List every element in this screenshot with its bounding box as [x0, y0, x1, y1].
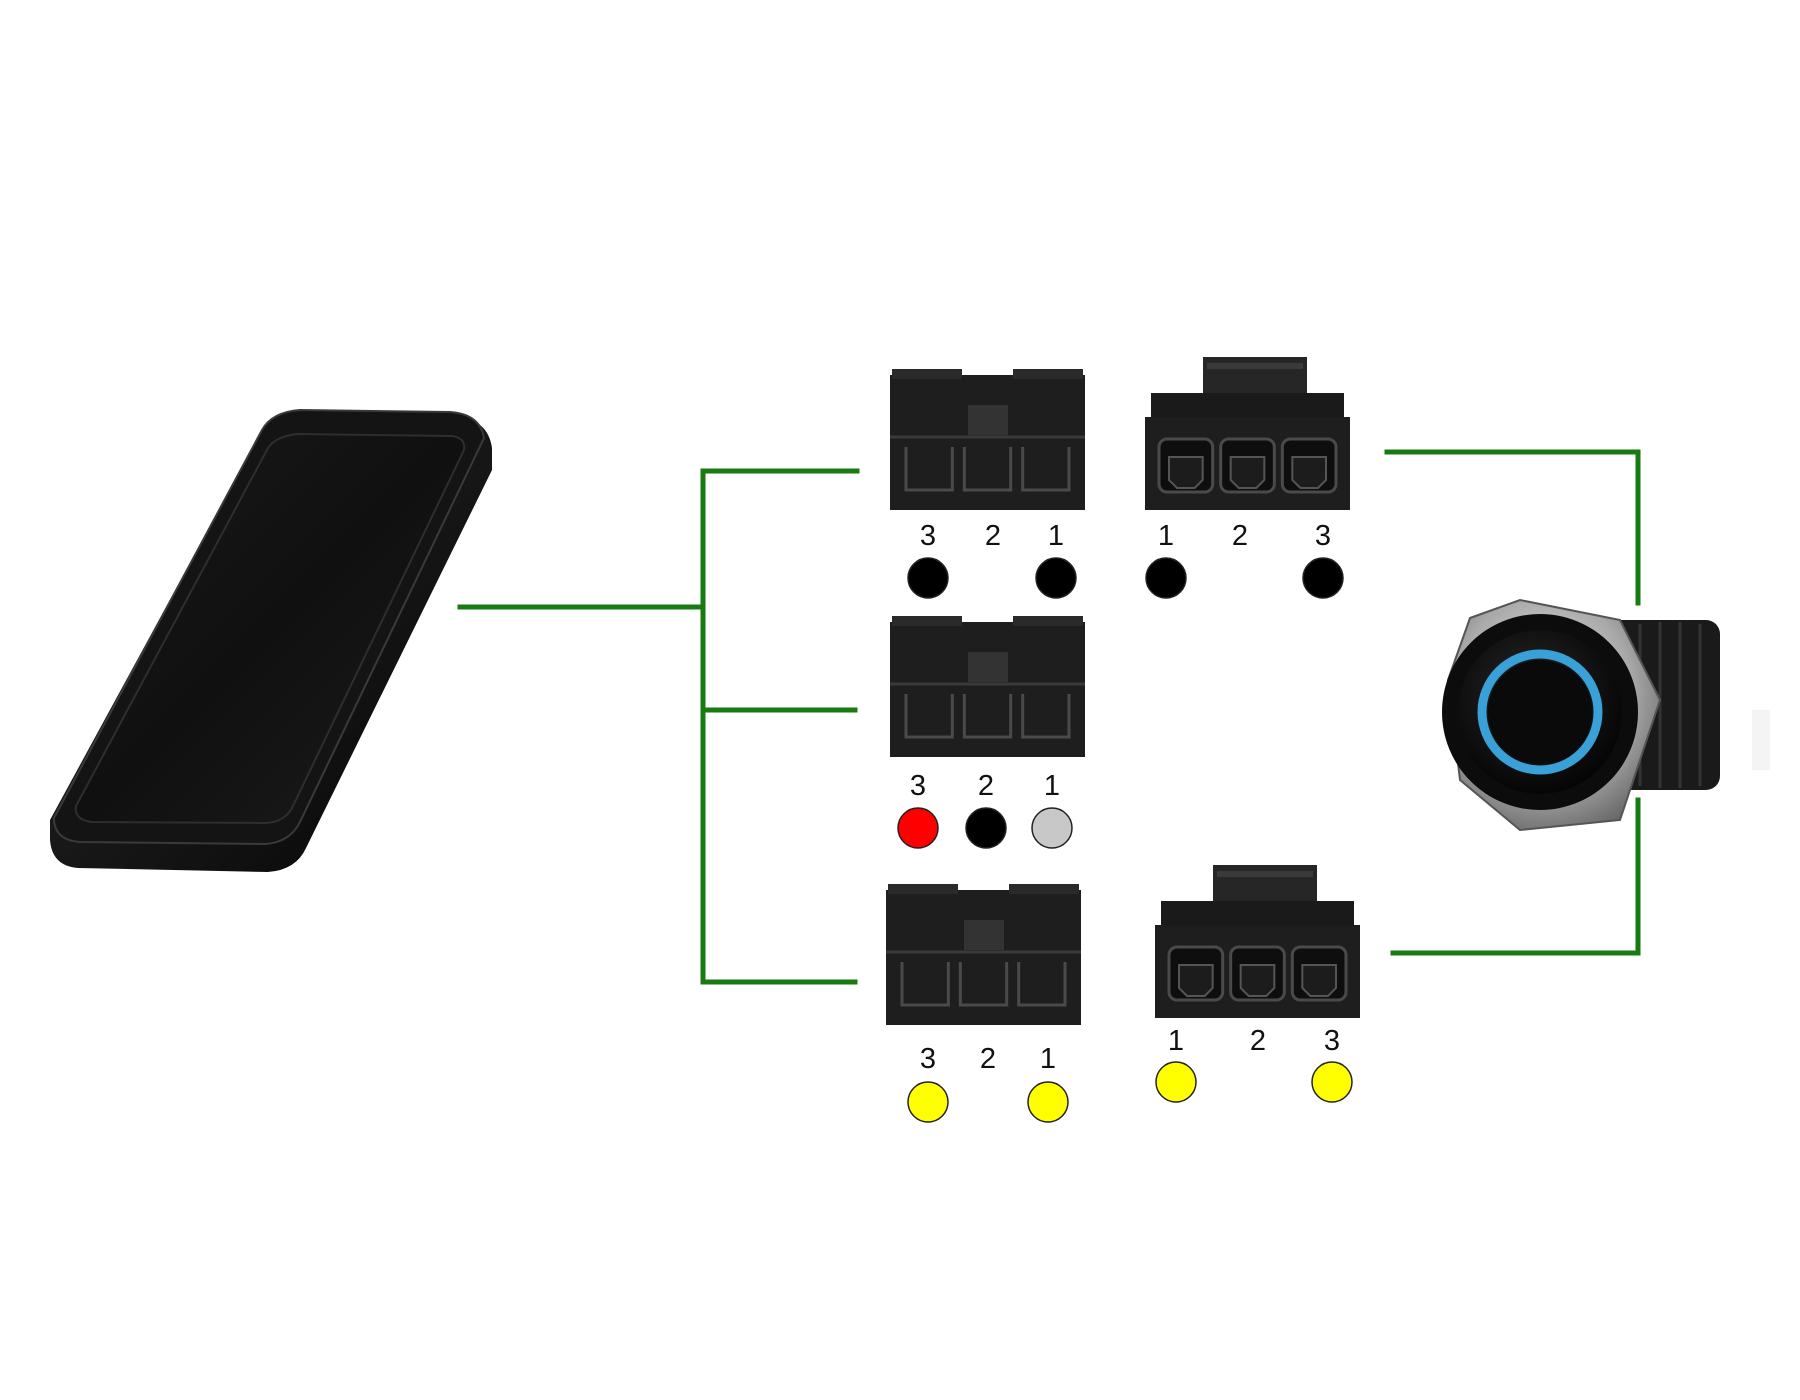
pin-number-label: 1 [1044, 770, 1060, 802]
pin-number-label: 2 [980, 1043, 996, 1075]
pin-number-label: 2 [1250, 1025, 1266, 1057]
handheld-remote-enclosure-icon [50, 408, 492, 872]
pin-legend-bottom-male: 1 2 3 [1155, 1025, 1353, 1103]
connectors: 3 2 1 1 2 3 3 2 1 3 2 1 1 2 3 [886, 357, 1360, 1123]
pin-legend-middle-female: 3 2 1 [897, 770, 1073, 849]
pin-legend-top-female: 3 2 1 [907, 520, 1077, 599]
pin-color-dot [1035, 557, 1077, 599]
pin-number-label: 2 [978, 770, 994, 802]
pin-color-dot [907, 557, 949, 599]
male-3pin-connector-icon [1145, 357, 1350, 510]
illuminated-push-button-icon [1442, 598, 1770, 832]
pin-color-dot [1302, 557, 1344, 599]
pin-number-label: 3 [1324, 1025, 1340, 1057]
pin-color-dot [1155, 1061, 1197, 1103]
pin-number-label: 3 [1315, 520, 1331, 552]
pin-number-label: 1 [1158, 520, 1174, 552]
pin-color-dot [1031, 807, 1073, 849]
pin-color-dot [907, 1081, 949, 1123]
button-wire-bottom [1390, 797, 1641, 956]
pin-number-label: 3 [920, 520, 936, 552]
wiring [457, 449, 1641, 985]
pin-legend-top-male: 1 2 3 [1145, 520, 1344, 599]
pin-color-dot [965, 807, 1007, 849]
male-3pin-connector-icon [1155, 865, 1360, 1018]
pin-number-label: 2 [1232, 520, 1248, 552]
pin-number-label: 1 [1168, 1025, 1184, 1057]
pin-number-label: 1 [1048, 520, 1064, 552]
female-3pin-connector-icon [890, 369, 1085, 510]
pin-number-label: 3 [910, 770, 926, 802]
pin-legend-bottom-female: 3 2 1 [907, 1043, 1069, 1123]
pin-color-dot [897, 807, 939, 849]
pin-color-dot [1311, 1061, 1353, 1103]
pin-color-dot [1027, 1081, 1069, 1123]
female-3pin-connector-icon [890, 616, 1085, 757]
pin-number-label: 1 [1040, 1043, 1056, 1075]
pin-number-label: 3 [920, 1043, 936, 1075]
pin-color-dot [1145, 557, 1187, 599]
pin-number-label: 2 [985, 520, 1001, 552]
female-3pin-connector-icon [886, 884, 1081, 1025]
button-wire-top [1384, 449, 1641, 606]
